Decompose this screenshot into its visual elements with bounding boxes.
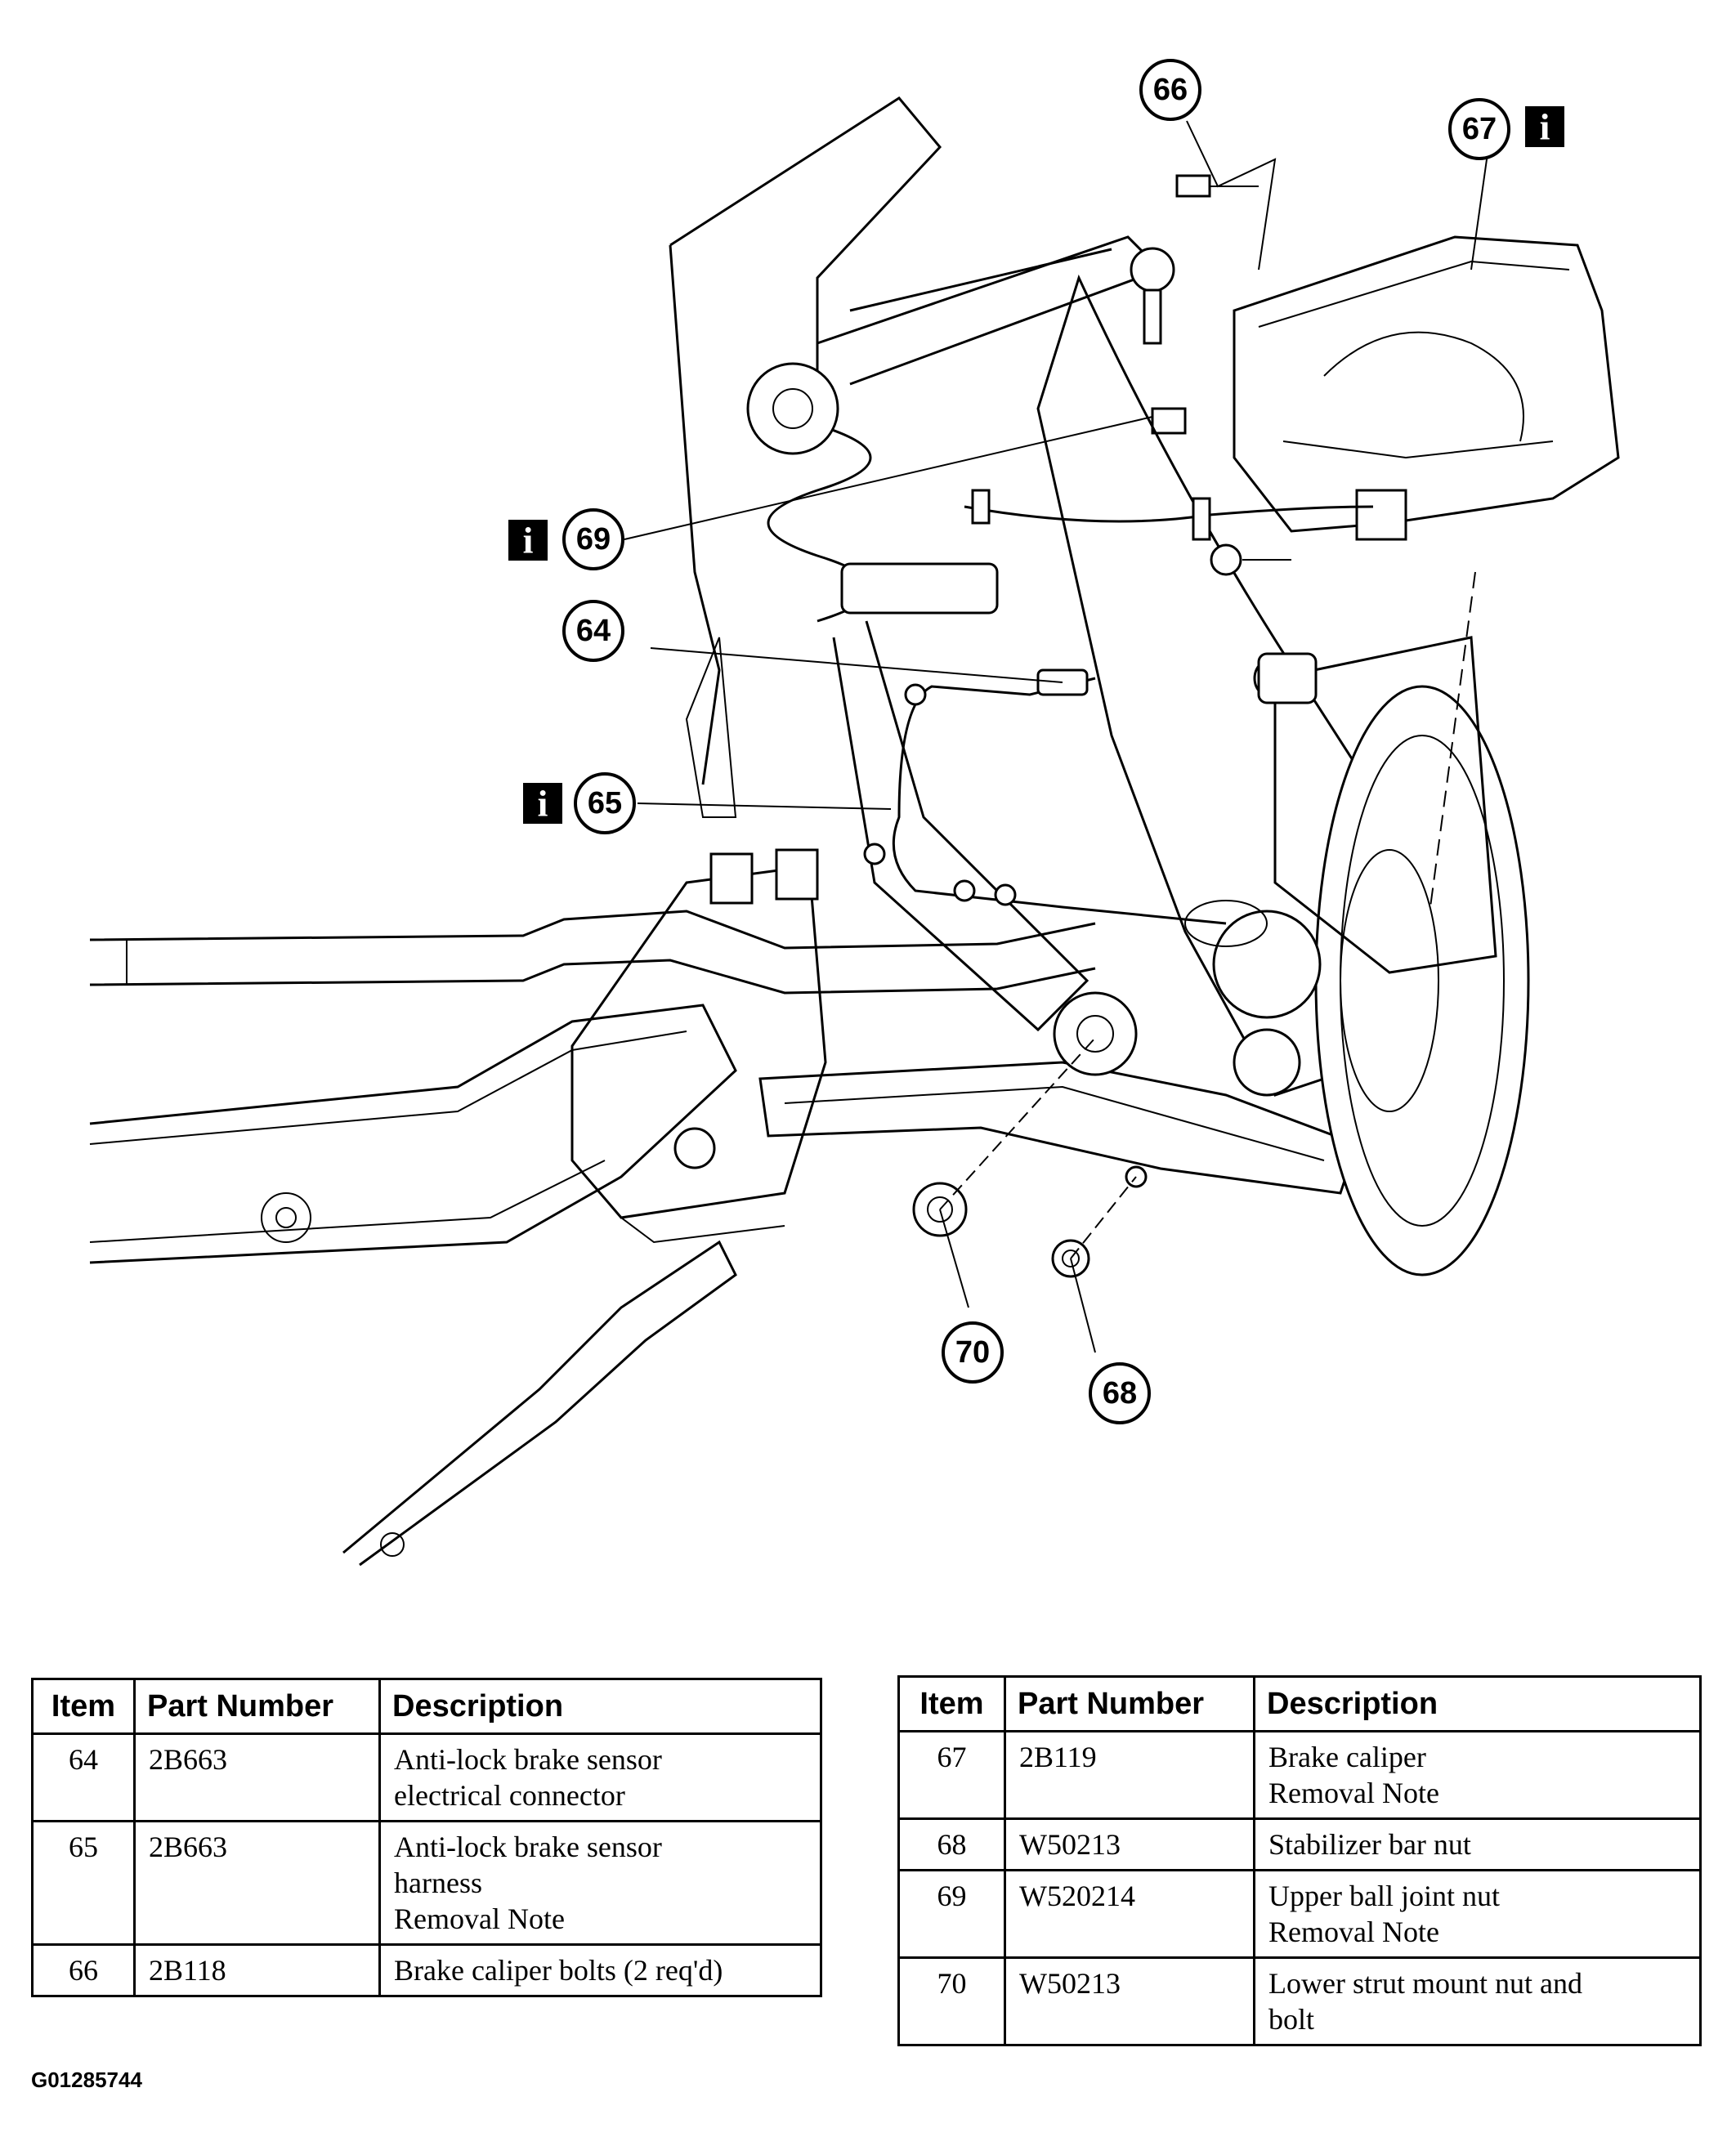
header-description: Description: [378, 1678, 822, 1735]
leader-lines: [624, 120, 1488, 1353]
header-item: Item: [31, 1678, 136, 1735]
info-icon: i: [1525, 106, 1564, 148]
header-description: Description: [1253, 1675, 1702, 1732]
part-number: W50213: [1004, 1817, 1255, 1871]
parts-table-left: Item Part Number Description 64 2B663 An…: [31, 1678, 822, 1997]
upper-control-arm: [817, 235, 1187, 435]
item-number: 65: [31, 1820, 136, 1946]
item-number: 68: [897, 1817, 1006, 1871]
description: Stabilizer bar nut: [1253, 1817, 1702, 1871]
suspension-exploded-diagram: 66 67 i 69 i 64 65 i 70 68: [89, 59, 1620, 1567]
table-row: 70 W50213 Lower strut mount nut and bolt: [897, 1956, 1702, 2046]
table-header-row: Item Part Number Description: [897, 1675, 1702, 1732]
description: Brake caliper bolts (2 req'd): [378, 1943, 822, 1997]
header-item: Item: [897, 1675, 1006, 1732]
callout-66-label: 66: [1153, 73, 1188, 107]
brake-hose: [964, 489, 1374, 541]
info-icon: i: [523, 783, 562, 825]
stabilizer-bar: [89, 910, 1096, 995]
svg-text:i: i: [538, 783, 548, 825]
brake-caliper: [1233, 235, 1620, 541]
callout-69: 69: [562, 508, 624, 570]
callout-65-label: 65: [588, 786, 622, 820]
description: Lower strut mount nut and bolt: [1253, 1956, 1702, 2046]
description: Anti-lock brake sensor harness Removal N…: [378, 1820, 822, 1946]
callout-65: 65: [574, 772, 636, 834]
part-number: 2B663: [133, 1732, 381, 1822]
part-number: 2B119: [1004, 1730, 1255, 1820]
item-number: 66: [31, 1943, 136, 1997]
item-number: 64: [31, 1732, 136, 1822]
description: Anti-lock brake sensor electrical connec…: [378, 1732, 822, 1822]
info-icon: i: [508, 520, 548, 561]
item-number: 69: [897, 1869, 1006, 1959]
table-row: 66 2B118 Brake caliper bolts (2 req'd): [31, 1943, 822, 1997]
parts-table-right: Item Part Number Description 67 2B119 Br…: [897, 1675, 1702, 2046]
figure-code: G01285744: [31, 2068, 142, 2092]
lower-control-arm: [758, 991, 1358, 1195]
knuckle-and-rotor: [1036, 274, 1530, 1276]
table-row: 64 2B663 Anti-lock brake sensor electric…: [31, 1732, 822, 1822]
item-number: 67: [897, 1730, 1006, 1820]
part-number: 2B663: [133, 1820, 381, 1946]
svg-text:i: i: [523, 520, 534, 561]
frame-bracket: [570, 848, 827, 1244]
table-row: 68 W50213 Stabilizer bar nut: [897, 1817, 1702, 1871]
callout-70-label: 70: [955, 1335, 990, 1370]
description: Brake caliper Removal Note: [1253, 1730, 1702, 1820]
callout-67-label: 67: [1462, 112, 1497, 146]
callout-64-label: 64: [576, 614, 611, 648]
part-number: 2B118: [133, 1943, 381, 1997]
header-part-number: Part Number: [133, 1678, 381, 1735]
table-row: 69 W520214 Upper ball joint nut Removal …: [897, 1869, 1702, 1959]
abs-sensor-harness: [863, 668, 1268, 947]
callout-68-label: 68: [1103, 1376, 1137, 1411]
strut-and-spring: [669, 96, 1089, 1032]
fasteners: [912, 174, 1291, 1278]
callout-68: 68: [1089, 1362, 1151, 1424]
table-header-row: Item Part Number Description: [31, 1678, 822, 1735]
header-part-number: Part Number: [1004, 1675, 1255, 1732]
description: Upper ball joint nut Removal Note: [1253, 1869, 1702, 1959]
part-number: W520214: [1004, 1869, 1255, 1959]
callout-64: 64: [562, 600, 624, 662]
callout-69-label: 69: [576, 522, 611, 557]
table-row: 65 2B663 Anti-lock brake sensor harness …: [31, 1820, 822, 1946]
part-number: W50213: [1004, 1956, 1255, 2046]
callout-67: 67: [1448, 98, 1510, 160]
item-number: 70: [897, 1956, 1006, 2046]
table-row: 67 2B119 Brake caliper Removal Note: [897, 1730, 1702, 1820]
callout-70: 70: [942, 1321, 1004, 1384]
callout-66: 66: [1139, 59, 1201, 121]
frame-rail: [89, 1004, 737, 1264]
svg-text:i: i: [1540, 106, 1550, 148]
lower-link: [342, 1240, 737, 1567]
